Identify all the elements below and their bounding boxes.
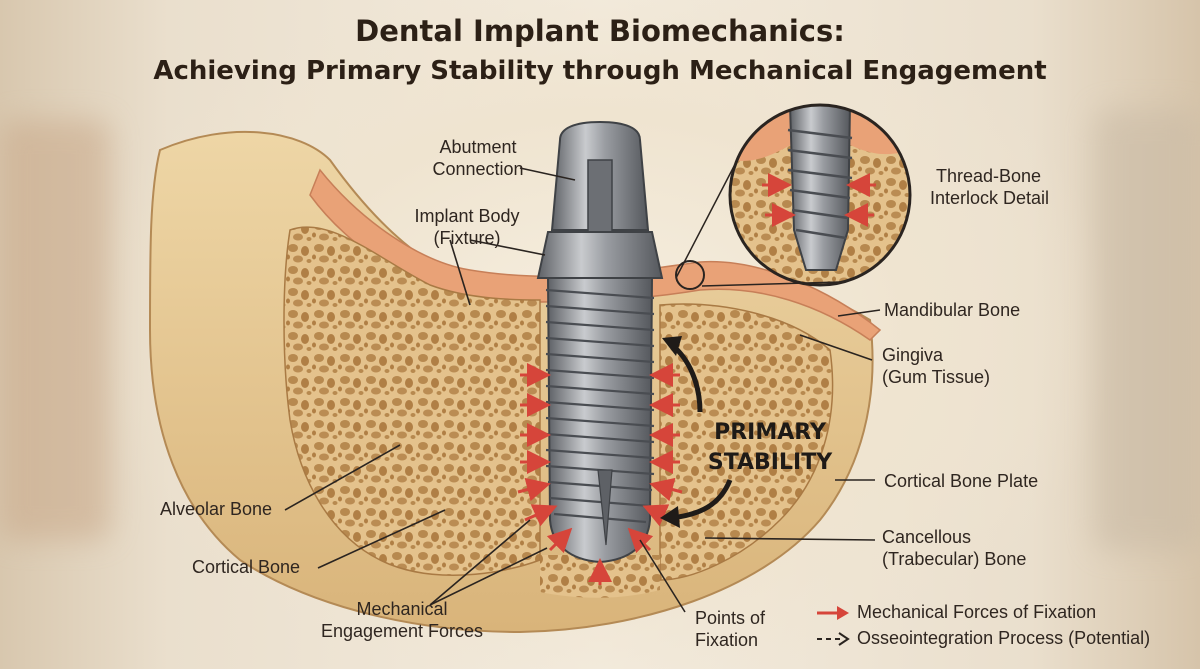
- trabecular-bone: [283, 226, 541, 576]
- label-abutment-line2: Connection: [432, 159, 524, 179]
- label-thread-bone: Thread-Bone Interlock Detail: [930, 165, 1049, 209]
- label-alveolar: Alveolar Bone: [160, 499, 273, 519]
- label-abutment: Abutment Connection: [408, 136, 548, 180]
- label-mechanical-line1: Mechanical: [356, 599, 448, 619]
- label-points-line2: Fixation: [695, 630, 759, 650]
- primary-stability-line2: STABILITY: [707, 450, 833, 475]
- thread-bone-zoom: [730, 105, 910, 285]
- dashed-arrow-icon: [817, 632, 850, 646]
- label-abutment-line1: Abutment: [439, 137, 517, 157]
- label-gingiva: Gingiva (Gum Tissue): [882, 344, 990, 388]
- label-cortical: Cortical Bone: [192, 557, 301, 577]
- label-gingiva-line2: (Gum Tissue): [882, 367, 991, 387]
- label-points-line1: Points of: [695, 608, 766, 628]
- label-implant-body-line2: (Fixture): [433, 228, 501, 248]
- label-thread-bone-line1: Thread-Bone: [936, 166, 1042, 186]
- implant-threads: [545, 288, 655, 524]
- label-cancellous-line1: Cancellous: [882, 527, 972, 547]
- title-line-1: Dental Implant Biomechanics:: [355, 14, 845, 48]
- background-shelf-right: [1095, 110, 1200, 550]
- label-cancellous-line2: (Trabecular) Bone: [882, 549, 1027, 569]
- label-points: Points of Fixation: [695, 607, 765, 651]
- legend-osseo-text: Osseointegration Process (Potential): [857, 628, 1151, 648]
- legend-forces: Mechanical Forces of Fixation: [815, 600, 1195, 626]
- primary-stability-label: PRIMARY STABILITY: [700, 418, 840, 478]
- title-line-2: Achieving Primary Stability through Mech…: [153, 56, 1047, 86]
- label-mechanical: Mechanical Engagement Forces: [302, 598, 502, 642]
- legend-forces-text: Mechanical Forces of Fixation: [857, 602, 1097, 622]
- background-shelf-left: [0, 120, 110, 540]
- primary-stability-line1: PRIMARY: [714, 420, 826, 445]
- leader-lines: [284, 167, 881, 613]
- label-implant-body: Implant Body (Fixture): [392, 205, 542, 249]
- label-cancellous: Cancellous (Trabecular) Bone: [882, 526, 1026, 570]
- label-thread-bone-line2: Interlock Detail: [930, 188, 1050, 208]
- red-arrow-icon: [817, 606, 849, 620]
- label-implant-body-line1: Implant Body: [414, 206, 520, 226]
- label-cortical-plate: Cortical Bone Plate: [884, 471, 1039, 491]
- implant-collar: [536, 231, 664, 279]
- label-mandibular: Mandibular Bone: [884, 300, 1021, 320]
- label-gingiva-line1: Gingiva: [882, 345, 944, 365]
- legend: Mechanical Forces of Fixation Osseointeg…: [815, 600, 1195, 652]
- legend-osseo: Osseointegration Process (Potential): [815, 626, 1195, 652]
- label-mechanical-line2: Engagement Forces: [320, 621, 484, 641]
